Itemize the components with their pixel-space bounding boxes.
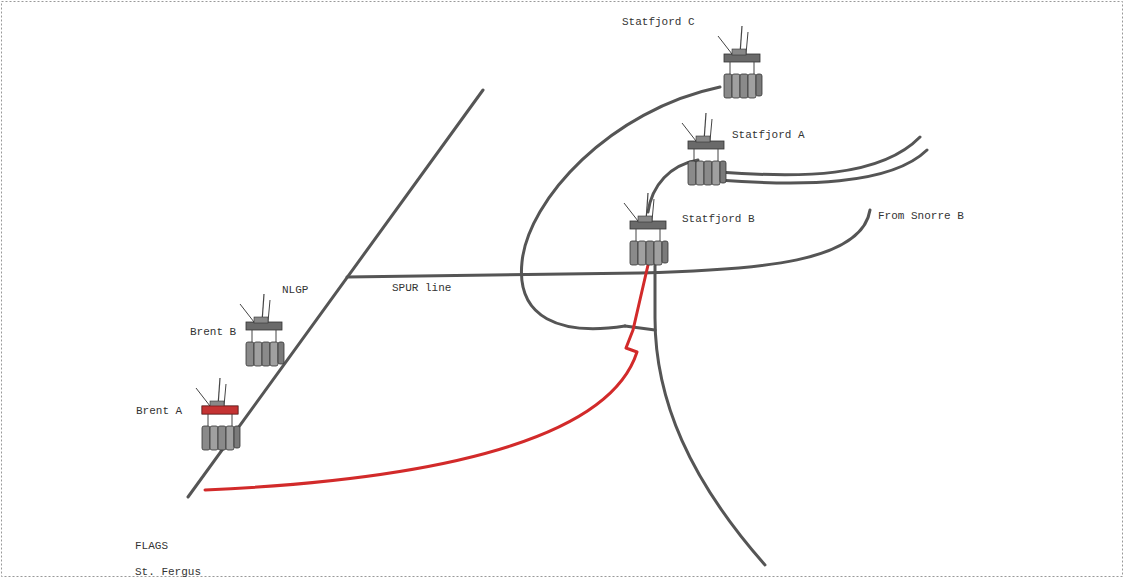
platform-label: Brent B (190, 326, 236, 339)
platform-label: Statfjord C (622, 16, 695, 29)
pipeline-label: From Snorre B (878, 210, 964, 223)
terminal-label: St. Fergus (135, 566, 201, 579)
pipeline-label: SPUR line (392, 282, 451, 295)
platform-label: Statfjord B (682, 213, 755, 226)
pipeline-label: FLAGS (135, 540, 168, 553)
pipeline-label: NLGP (282, 284, 308, 297)
platform-label: Statfjord A (732, 129, 805, 142)
platform-label: Brent A (136, 405, 182, 418)
